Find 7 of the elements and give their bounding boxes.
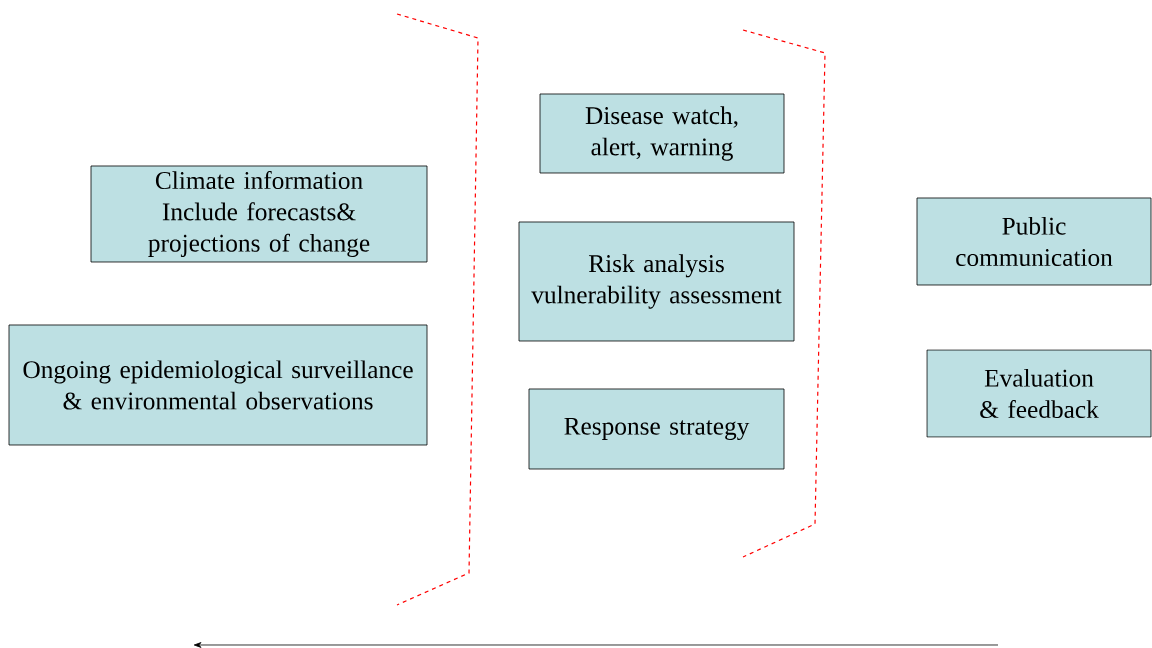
text-box: Evaluation & feedback	[926, 349, 1152, 438]
text-box: Public communication	[916, 197, 1152, 286]
text-box: Response strategy	[528, 388, 785, 470]
text-box: Risk analysis vulnerability assessment	[518, 221, 795, 342]
text-box: Disease watch, alert, warning	[539, 93, 785, 174]
text-box: Ongoing epidemiological surveillance & environmental observations	[8, 324, 428, 446]
text-box: Climate information Include forecasts& projections of change	[90, 165, 428, 263]
